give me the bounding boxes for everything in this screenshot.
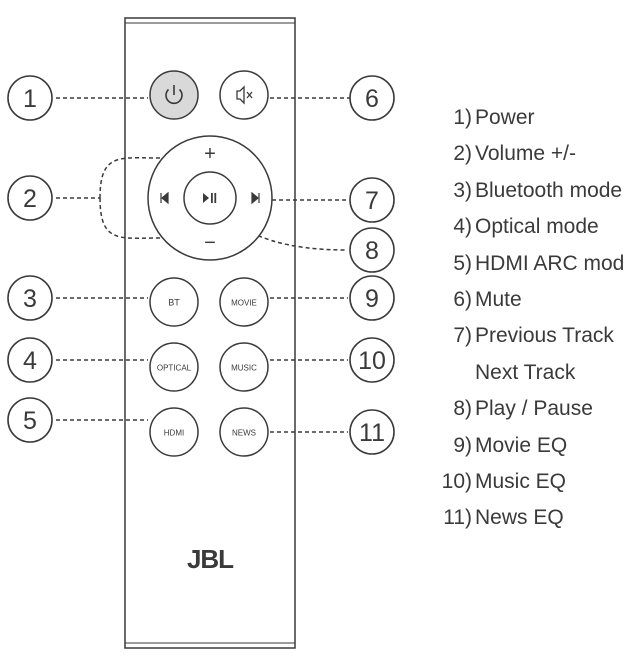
svg-text:6: 6 (365, 85, 379, 113)
legend-item-play-pause: 8) Play / Pause (418, 391, 624, 427)
callout-6: 6 (349, 75, 395, 121)
legend-number: 4) (453, 215, 472, 239)
play-pause-button[interactable] (183, 171, 237, 225)
callout-5: 5 (7, 397, 53, 443)
legend-number: 6) (453, 287, 472, 311)
callouts: 1 2 3 4 5 6 7 8 (7, 75, 395, 455)
callout-2: 2 (7, 175, 53, 221)
next-track-button[interactable] (251, 191, 260, 205)
legend-label: HDMI ARC mode (475, 251, 624, 275)
callout-1: 1 (7, 75, 53, 121)
legend-number: 8) (453, 397, 472, 421)
svg-text:2: 2 (23, 185, 37, 213)
mute-icon (236, 85, 253, 105)
next-track-icon (251, 191, 260, 205)
legend-label: Volume +/- (475, 142, 576, 166)
music-button[interactable]: MUSIC (219, 342, 269, 392)
legend-label: Mute (475, 287, 522, 311)
legend-label: Previous Track (475, 324, 614, 348)
legend-number: 2) (453, 142, 472, 166)
news-button[interactable]: NEWS (219, 407, 269, 457)
leader-lines (56, 97, 350, 433)
svg-text:10: 10 (358, 347, 386, 375)
callout-8: 8 (349, 227, 395, 273)
svg-text:4: 4 (23, 347, 37, 375)
bt-button[interactable]: BT (149, 277, 199, 327)
callout-7: 7 (349, 177, 395, 223)
power-button[interactable] (149, 70, 199, 120)
callout-11: 11 (349, 409, 395, 455)
legend-item-news-eq: 11) News EQ (418, 500, 624, 536)
legend-label: Next Track (475, 360, 576, 384)
legend-item-movie-eq: 9) Movie EQ (418, 428, 624, 464)
legend-label: Music EQ (475, 469, 567, 493)
legend-label: Power (475, 106, 535, 129)
legend-label: Play / Pause (475, 397, 593, 421)
music-button-label: MUSIC (231, 364, 257, 373)
callout-9: 9 (349, 275, 395, 321)
legend-number: 11) (443, 506, 472, 530)
legend-item-optical: 4) Optical mode (418, 209, 624, 245)
legend-number: 9) (453, 433, 472, 457)
legend-number: 1) (453, 106, 472, 129)
legend-number: 5) (453, 251, 472, 275)
callout-3: 3 (7, 275, 53, 321)
legend-item-hdmi: 5) HDMI ARC mode (418, 246, 624, 282)
svg-text:3: 3 (23, 285, 37, 313)
legend-item-music-eq: 10) Music EQ (418, 464, 624, 500)
callout-4: 4 (7, 337, 53, 383)
svg-text:1: 1 (23, 85, 37, 113)
optical-button[interactable]: OPTICAL (149, 342, 199, 392)
legend-item-mute: 6) Mute (418, 282, 624, 318)
previous-track-button[interactable] (160, 191, 169, 205)
power-icon (165, 85, 183, 105)
mute-button[interactable] (219, 70, 269, 120)
news-button-label: NEWS (232, 429, 256, 438)
playback-ring: + − (147, 135, 273, 261)
callout-10: 10 (349, 337, 395, 383)
volume-down-button[interactable]: − (204, 232, 216, 254)
legend-label: Optical mode (475, 215, 599, 239)
legend-label: News EQ (475, 506, 564, 530)
legend-item-volume: 2) Volume +/- (418, 136, 624, 172)
legend-label: Movie EQ (475, 433, 568, 457)
remote-body (124, 17, 296, 649)
movie-button[interactable]: MOVIE (219, 277, 269, 327)
svg-text:11: 11 (359, 419, 385, 447)
svg-text:9: 9 (365, 285, 379, 313)
movie-button-label: MOVIE (231, 299, 257, 308)
svg-text:8: 8 (365, 237, 379, 265)
jbl-logo: JBL (187, 544, 234, 574)
legend-number: 7) (453, 324, 472, 348)
svg-text:7: 7 (365, 187, 379, 215)
volume-up-button[interactable]: + (204, 143, 216, 165)
hdmi-button-label: HDMI (164, 429, 184, 438)
hdmi-button[interactable]: HDMI (149, 407, 199, 457)
legend-label: Bluetooth mode (475, 178, 623, 202)
legend: 1) Power 2) Volume +/- 3) Bluetooth mode… (418, 100, 624, 537)
legend-item-previous-track: 7) Previous Track (418, 318, 624, 354)
previous-track-icon (160, 191, 169, 205)
legend-item-next-track: Next Track (418, 355, 624, 391)
legend-number: 10) (441, 469, 472, 493)
play-pause-icon (203, 193, 217, 203)
legend-item-bluetooth: 3) Bluetooth mode (418, 173, 624, 209)
svg-text:5: 5 (23, 407, 37, 435)
legend-item-power: 1) Power (418, 100, 624, 136)
legend-number: 3) (453, 178, 472, 202)
optical-button-label: OPTICAL (157, 364, 192, 373)
bt-button-label: BT (168, 298, 180, 308)
